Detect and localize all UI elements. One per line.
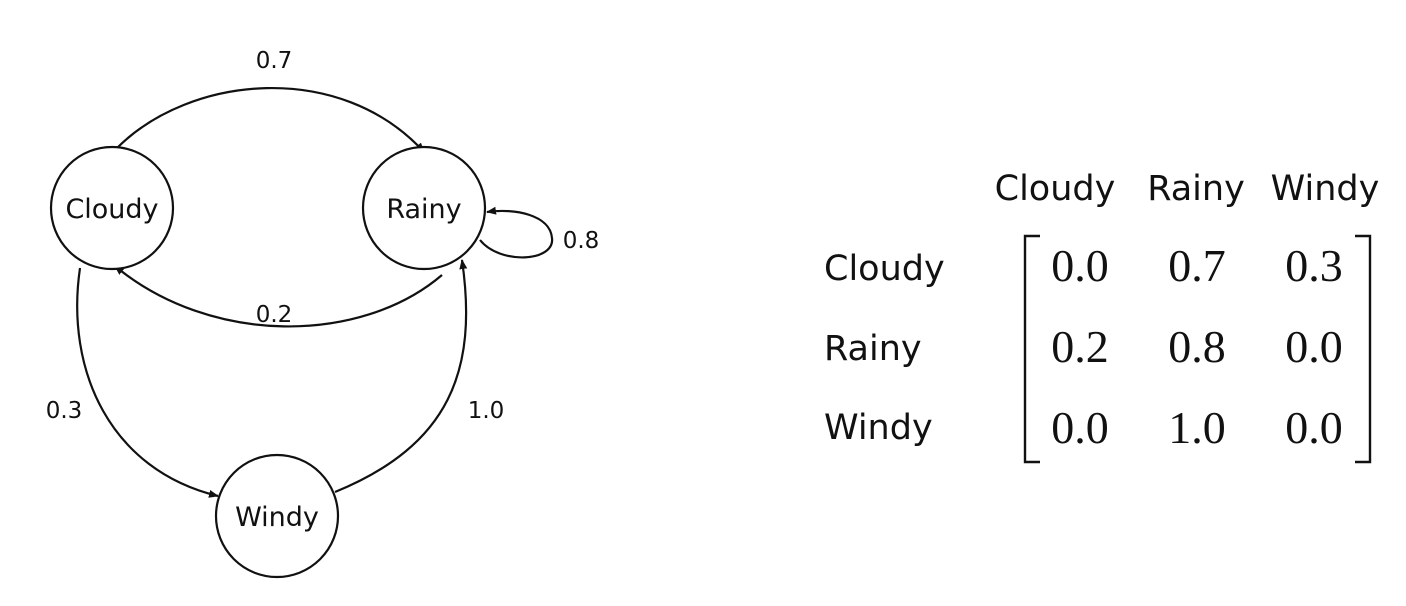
edge-label-cloudy-to-rainy: 0.7 <box>256 48 293 74</box>
edge-rainy-to-rainy <box>479 206 554 259</box>
matrix-cell: 0.2 <box>1051 321 1109 372</box>
edge-label-rainy-to-rainy: 0.8 <box>563 228 600 254</box>
edge-cloudy-to-windy <box>76 267 219 498</box>
matrix-row-header: Rainy <box>824 329 922 369</box>
matrix-cell: 0.0 <box>1051 402 1109 453</box>
state-windy: Windy <box>214 453 340 579</box>
edge-rainy-to-cloudy <box>114 265 443 328</box>
edge-label-windy-to-rainy: 1.0 <box>468 398 505 424</box>
state-rainy-circle <box>361 145 487 271</box>
matrix-column-header: Windy <box>1271 169 1380 209</box>
matrix-cell: 0.8 <box>1168 321 1226 372</box>
matrix-cell: 0.3 <box>1285 240 1343 291</box>
state-rainy: Rainy <box>361 145 487 271</box>
matrix-column-header: Cloudy <box>995 169 1116 209</box>
state-windy-label: Windy <box>235 502 319 533</box>
state-cloudy-label: Cloudy <box>65 194 158 225</box>
state-cloudy: Cloudy <box>49 145 175 271</box>
matrix-cell: 0.0 <box>1285 402 1343 453</box>
matrix-cell: 0.7 <box>1168 240 1226 291</box>
edge-label-cloudy-to-windy: 0.3 <box>46 398 83 424</box>
state-cloudy-circle <box>49 145 175 271</box>
transition-matrix: Cloudy Rainy Windy Cloudy Rainy Windy 0.… <box>824 169 1380 464</box>
state-windy-circle <box>214 453 340 579</box>
matrix-right-bracket <box>1355 234 1372 464</box>
matrix-cell: 0.0 <box>1285 321 1343 372</box>
edge-label-rainy-to-cloudy: 0.2 <box>256 302 293 328</box>
matrix-cell: 1.0 <box>1168 402 1226 453</box>
state-rainy-label: Rainy <box>386 194 461 225</box>
matrix-row-header: Windy <box>824 408 933 448</box>
edge-windy-to-rainy <box>334 259 468 494</box>
matrix-column-header: Rainy <box>1147 169 1245 209</box>
matrix-left-bracket <box>1023 234 1040 464</box>
matrix-row-header: Cloudy <box>824 249 945 289</box>
matrix-cell: 0.0 <box>1051 240 1109 291</box>
edge-cloudy-to-rainy <box>116 87 425 153</box>
state-diagram: Cloudy Rainy Windy 0.7 0.8 0.2 0.3 1.0 <box>46 48 600 579</box>
